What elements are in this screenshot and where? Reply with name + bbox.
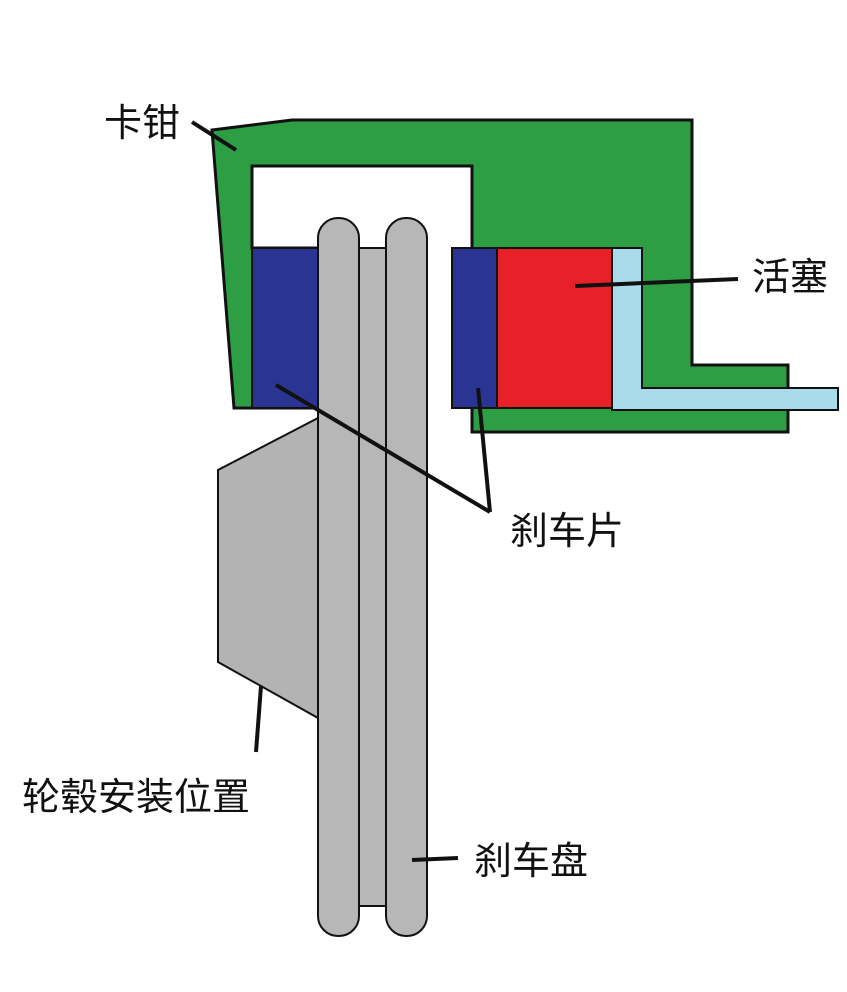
label-hub-mount: 轮毂安装位置 <box>22 775 251 819</box>
leader-piston <box>574 277 739 288</box>
label-brake-disc: 刹车盘 <box>474 839 589 883</box>
leader-caliper <box>190 120 238 152</box>
fluid-channel <box>611 247 839 411</box>
disc-left-face <box>317 217 360 937</box>
leader-pad-left <box>274 383 492 514</box>
piston <box>496 247 613 409</box>
disc-right-face <box>385 217 428 937</box>
label-piston: 活塞 <box>752 255 829 299</box>
brake-pad-left <box>251 247 319 409</box>
label-brake-pad: 刹车片 <box>510 509 625 553</box>
brake-pad-right <box>451 247 498 409</box>
disc-center-plate <box>358 247 387 907</box>
label-caliper: 卡钳 <box>104 101 181 145</box>
leader-brake-disc <box>411 856 459 862</box>
hub-mount <box>217 416 319 720</box>
leader-pad-right <box>476 387 492 513</box>
brake-disc <box>317 217 428 937</box>
leader-hub-mount <box>254 685 263 753</box>
